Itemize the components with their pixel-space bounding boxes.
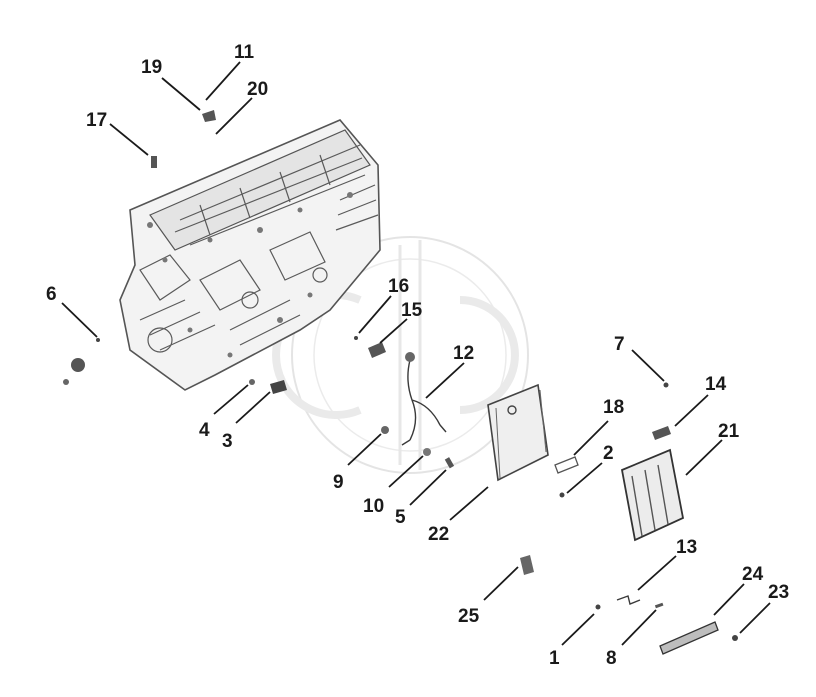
part-bolt-25 (520, 555, 534, 575)
callout-label: 4 (199, 420, 210, 441)
part-screw-1 (595, 604, 601, 610)
part-nut-9 (381, 426, 389, 434)
callout-label: 24 (742, 564, 764, 585)
engine-block (119, 119, 381, 391)
part-screw-2 (559, 492, 565, 498)
callout-label: 10 (363, 496, 384, 517)
part-bolt-17 (151, 156, 157, 168)
callout-label: 7 (614, 334, 625, 355)
callout-label: 18 (603, 397, 624, 418)
parts (63, 110, 738, 655)
callout-label: 6 (46, 284, 57, 305)
part-ecm-21 (620, 448, 685, 542)
callout-label: 25 (458, 606, 480, 627)
part-gasket-18 (554, 456, 579, 474)
callout-label: 22 (428, 524, 449, 545)
part-sensor-3 (270, 380, 287, 394)
part-bracket-13 (616, 595, 641, 605)
callout-label: 19 (141, 57, 162, 78)
callout-label: 3 (222, 431, 233, 452)
callout-label: 15 (401, 300, 423, 321)
callout-label: 20 (247, 79, 268, 100)
callout-label: 23 (768, 582, 789, 603)
callout-label: 17 (86, 110, 107, 131)
callout-label: 1 (549, 648, 560, 669)
callout-label: 14 (705, 374, 727, 395)
callout-label: 12 (453, 343, 474, 364)
part-mounting-plate-22 (487, 383, 549, 482)
part-screw-7 (663, 382, 669, 388)
part-screw-23 (732, 635, 738, 641)
callout-label: 5 (395, 507, 406, 528)
part-wiring-harness-12 (401, 359, 447, 446)
callout-label: 13 (676, 537, 697, 558)
callout-label: 16 (388, 276, 409, 297)
part-washer-4 (249, 379, 255, 385)
part-connector-15 (368, 342, 386, 358)
part-washer-6 (63, 379, 69, 385)
part-sensor-6 (71, 358, 85, 372)
part-rail-24 (659, 621, 719, 655)
callouts: 1 2 3 4 5 6 7 8 9 10 (46, 42, 789, 669)
callout-label: 21 (718, 421, 740, 442)
callout-label: 9 (333, 472, 344, 493)
part-clip (202, 110, 216, 122)
callout-label: 8 (606, 648, 617, 669)
callout-label: 2 (603, 443, 614, 464)
part-washer-10 (423, 448, 431, 456)
callout-label: 11 (234, 42, 255, 63)
part-screw-5 (444, 457, 455, 469)
part-pin-8 (654, 602, 664, 609)
part-connector-14 (652, 426, 671, 440)
